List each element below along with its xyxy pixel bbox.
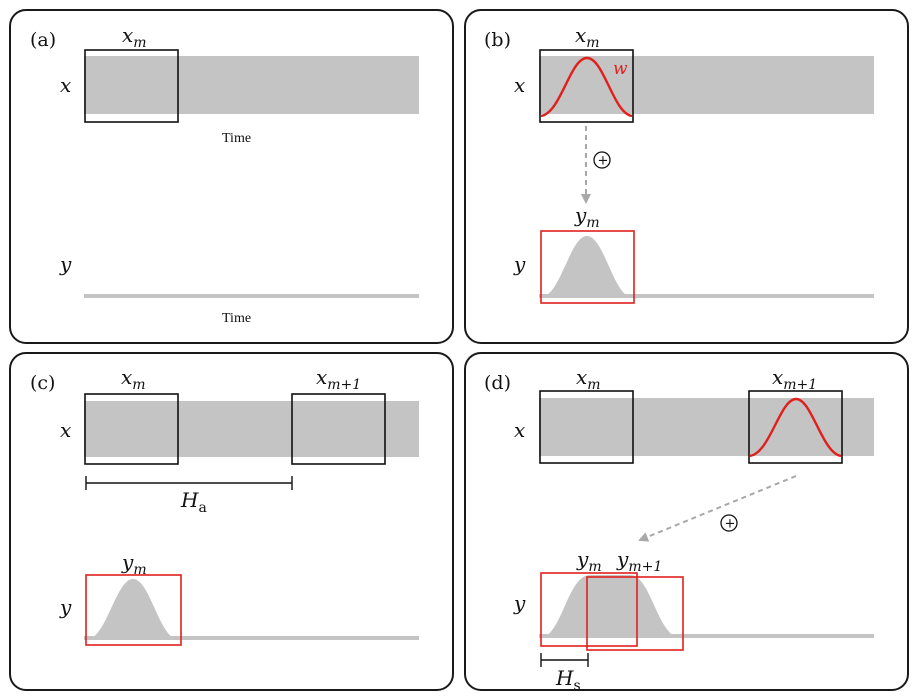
panel-d-output-frame1 <box>540 572 638 647</box>
panel-a-frame-box <box>84 49 179 123</box>
panel-a-input-signal <box>84 56 419 114</box>
panel-d-x-row-label: x <box>514 418 525 442</box>
panel-d-out-frame2-label: ym+1 <box>616 547 662 575</box>
panel-b-y-row-label: y <box>513 252 526 276</box>
panel-d-out-frame1-label: ym <box>576 547 602 575</box>
panel-b-output-bump <box>541 236 632 298</box>
panel-b-frame-label: xm <box>575 23 600 51</box>
panel-d: (d) xm xm+1 x + ym ym+1 y Hs <box>464 352 909 694</box>
panel-b-label: (b) <box>484 29 511 51</box>
panel-c-out-frame-label: ym <box>121 550 147 578</box>
panel-c-output-bump <box>87 579 178 640</box>
panel-d-window-curve <box>749 397 842 458</box>
panel-b-out-frame-label: ym <box>574 203 600 231</box>
panel-a-y-row-label: y <box>59 252 72 276</box>
panel-d-hop-bracket <box>540 653 589 667</box>
panel-d-add-icon <box>720 514 738 532</box>
panel-d-add-symbol: + <box>725 517 736 532</box>
panel-d-frame1-label: xm <box>576 365 601 393</box>
panel-b-frame-box <box>539 49 634 123</box>
panel-d-hop-label: Hs <box>555 666 581 694</box>
panel-d-label: (d) <box>484 372 511 394</box>
panel-a-label: (a) <box>30 29 56 51</box>
panel-d-arrow <box>638 475 797 542</box>
panel-d-frame2-box <box>748 390 843 464</box>
panel-d-input-signal <box>539 398 874 456</box>
panel-b: (b) xm x w + ym y <box>464 9 909 344</box>
panel-c-output-frame <box>85 574 182 646</box>
panel-b-window-curve <box>540 56 633 118</box>
panel-c-x-row-label: x <box>60 418 71 442</box>
panel-a: (a) xm x Time y Time <box>9 9 454 344</box>
panel-b-add-icon <box>593 151 611 169</box>
panel-b-x-row-label: x <box>514 73 525 97</box>
panel-c-frame1-box <box>84 393 179 465</box>
panel-c: (c) xm xm+1 x Ha ym y <box>9 352 454 691</box>
panel-b-input-signal <box>539 56 874 114</box>
panel-b-add-symbol: + <box>598 154 609 169</box>
panel-b-output-frame <box>540 230 635 304</box>
panel-c-y-row-label: y <box>59 595 72 619</box>
panel-c-hop-label: Ha <box>180 488 207 516</box>
panel-c-frame2-box <box>291 393 386 465</box>
panel-d-output-sum <box>541 575 680 638</box>
panel-d-frame1-box <box>539 390 634 464</box>
panel-c-label: (c) <box>30 372 55 394</box>
panel-d-frame2-label: xm+1 <box>772 365 817 393</box>
panel-d-y-row-label: y <box>513 591 526 615</box>
panel-a-time-top: Time <box>222 131 251 146</box>
panel-a-time-bottom: Time <box>222 311 251 326</box>
panel-a-x-row-label: x <box>60 73 71 97</box>
panel-a-frame-label: xm <box>122 23 147 51</box>
panel-d-output-frame2 <box>586 576 684 651</box>
panel-c-frame2-label: xm+1 <box>316 365 361 393</box>
panel-b-window-label: w <box>613 59 628 79</box>
panel-c-frame1-label: xm <box>121 365 146 393</box>
panel-c-input-signal <box>84 401 419 457</box>
panel-c-hop-bracket <box>85 476 293 490</box>
